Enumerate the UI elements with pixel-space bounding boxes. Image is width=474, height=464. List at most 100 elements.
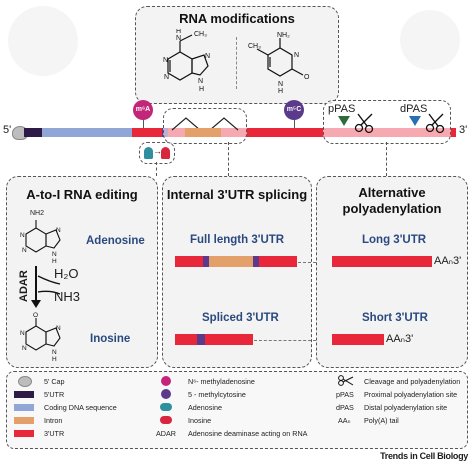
svg-text:N: N [294,52,299,59]
long-polya-tail: AAₙ3' [434,255,462,267]
journal-footer: Trends in Cell Biology [380,451,468,461]
m6a-badge: m⁶A [133,100,153,120]
svg-text:N: N [205,53,210,60]
inosine-label: Inosine [90,333,131,345]
nh3-label: NH3 [54,289,81,304]
legend-adar-key: ADAR [156,429,176,438]
cds-segment [42,128,132,137]
legend-utr5-swatch [14,391,34,398]
short-utr-label: Short 3'UTR [362,312,428,324]
legend-intron-swatch [14,417,34,424]
ppas-marker-icon [338,116,350,126]
inosine-pill-icon [161,147,170,159]
svg-text:N: N [56,325,61,332]
legend-m6a: N⁶- methyladenosine [188,377,255,386]
legend-adenosine: Adenosine [188,403,222,412]
legend-adar: Adenosine deaminase acting on RNA [188,429,308,438]
full-length-purple-mark [253,256,259,267]
rna-modifications-title: RNA modifications [179,11,295,26]
dpas-marker-icon [409,116,421,126]
svg-text:N: N [278,81,283,88]
svg-text:H: H [278,88,283,95]
legend-panel [6,371,468,449]
splice-junction-icon [171,117,239,131]
legend-aan: Poly(A) tail [364,416,399,425]
adar-label: ADAR [18,270,30,302]
svg-text:H: H [199,86,204,93]
ppas-label: pPAS [328,103,356,115]
scissors-legend-icon [338,375,354,386]
svg-text:H: H [52,258,57,265]
polyadenylation-title-line1: Alternative [358,185,426,200]
svg-text:N: N [176,35,181,42]
short-utr-bar [332,334,384,345]
legend-ppas-key: pPAS [336,390,354,399]
legend-dpas-key: dPAS [336,403,354,412]
svg-text:CH₃: CH₃ [248,43,261,50]
spliced-bar [175,334,253,345]
adenosine-structure-icon: NN NNH [20,220,61,265]
inosine-legend-icon [160,416,172,424]
svg-text:CH₃: CH₃ [194,31,207,38]
adenosine-pill-icon [144,147,153,159]
m5c-structure-icon: NH₂ CH₃ NO NH [248,32,310,95]
long-utr-bar [332,256,432,267]
five-prime-label: 5' [3,124,12,136]
svg-text:N: N [22,247,27,254]
three-prime-label: 3' [459,124,468,136]
m6a-structure-icon: NH CH₃ NN NN H [163,29,210,93]
adenosine-label: Adenosine [86,235,145,247]
m5c-badge: m⁵C [284,100,304,120]
spliced-label: Spliced 3'UTR [202,312,279,324]
splicing-title: Internal 3'UTR splicing [166,187,308,202]
svg-text:N: N [198,78,203,85]
svg-text:N: N [52,251,57,258]
scissors-icon [354,113,374,134]
utr5-segment [24,128,42,137]
legend-cleavage: Cleavage and polyadenylation [364,377,461,386]
cap-legend-icon [18,376,32,387]
svg-text:N: N [163,57,168,64]
svg-text:O: O [304,74,310,81]
full-length-intron [209,256,253,267]
short-polya-tail: AAₙ3' [386,333,414,345]
legend-cds: Coding DNA sequence [44,403,117,412]
reaction-arrow-icon [31,266,61,308]
legend-utr3: 3'UTR [44,429,65,438]
utr3-segment [132,128,456,137]
svg-text:N: N [20,232,25,239]
legend-intron: Intron [44,416,63,425]
svg-text:H: H [176,29,181,35]
svg-text:N: N [52,349,57,356]
long-utr-label: Long 3'UTR [362,234,427,246]
svg-text:N: N [164,74,169,81]
polyadenylation-title-line2: polyadenylation [342,201,442,216]
editing-panel: A-to-I RNA editing [6,176,158,368]
svg-text:O: O [33,312,38,319]
svg-text:N: N [20,330,25,337]
full-length-label: Full length 3'UTR [190,234,285,246]
spliced-purple-mark [197,334,205,345]
legend-m5c: 5 - methylcytosine [188,390,246,399]
scissors-icon [425,113,445,134]
full-length-purple-mark [203,256,209,267]
arrow-icon: → [153,146,162,156]
svg-text:NH₂: NH₂ [277,32,290,39]
m5c-legend-icon [161,389,171,399]
editing-title: A-to-I RNA editing [26,187,138,202]
dpas-label: dPAS [400,103,428,115]
legend-utr3-swatch [14,430,34,437]
svg-text:H: H [52,356,57,362]
inosine-structure-icon: ONN NNH [20,312,61,362]
intron-segment [185,128,221,137]
legend-utr5: 5'UTR [44,390,65,399]
legend-dpas: Distal polyadenylation site [364,403,448,412]
legend-cap: 5' Cap [44,377,65,386]
legend-ppas: Proximal polyadenylation site [364,390,458,399]
legend-inosine: Inosine [188,416,212,425]
legend-aan-key: AAₙ [338,416,351,425]
h2o-label: H₂O [54,266,79,281]
m6a-legend-icon [161,376,171,386]
adenosine-legend-icon [160,403,172,411]
